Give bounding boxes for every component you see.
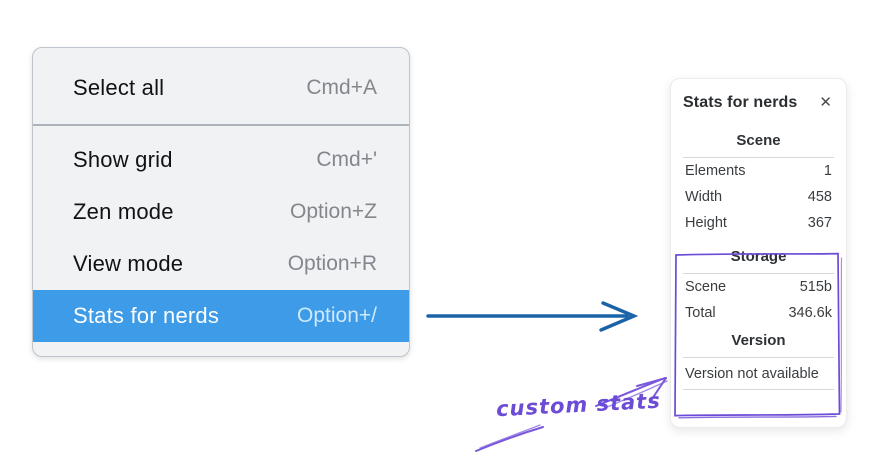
stat-row-width: Width 458: [683, 184, 834, 210]
menu-item-view-mode[interactable]: View mode Option+R: [33, 238, 409, 290]
menu-item-label: Select all: [73, 75, 165, 100]
stat-value: 346.6k: [788, 305, 832, 321]
section-heading: Version: [731, 332, 786, 349]
flow-arrow-icon: [426, 301, 639, 332]
menu-divider: [33, 124, 409, 126]
menu-item-shortcut: Option+Z: [290, 200, 377, 223]
stat-row-height: Height 367: [683, 210, 834, 236]
annotation-arrow-icon: [475, 377, 668, 452]
stats-panel-header: Stats for nerds ✕: [683, 93, 834, 112]
section-separator: [683, 389, 834, 390]
context-menu: Select all Cmd+A Show grid Cmd+' Zen mod…: [32, 47, 410, 357]
menu-item-zen-mode[interactable]: Zen mode Option+Z: [33, 186, 409, 238]
menu-item-shortcut: Cmd+': [316, 148, 377, 171]
menu-item-label: View mode: [73, 251, 184, 276]
stat-label: Scene: [685, 279, 727, 295]
menu-item-show-grid[interactable]: Show grid Cmd+': [33, 134, 409, 186]
stat-label: Total: [685, 305, 716, 321]
stats-section-storage: Storage Scene 515b Total 346.6k: [683, 242, 834, 326]
stat-label: Height: [685, 215, 727, 231]
stat-row-storage-total: Total 346.6k: [683, 300, 834, 326]
annotation-label: custom stats: [495, 388, 662, 422]
menu-item-label: Zen mode: [73, 199, 174, 224]
close-icon[interactable]: ✕: [819, 94, 832, 111]
stat-value: 515b: [799, 279, 832, 295]
menu-item-select-all[interactable]: Select all Cmd+A: [33, 60, 409, 116]
menu-item-label: Stats for nerds: [73, 303, 220, 328]
section-heading: Scene: [736, 132, 781, 149]
menu-item-stats-for-nerds[interactable]: Stats for nerds Option+/: [33, 290, 409, 342]
section-heading: Storage: [730, 248, 787, 265]
stat-value: 458: [807, 189, 832, 205]
stat-label: Width: [685, 189, 723, 205]
stats-panel: Stats for nerds ✕ Scene Elements 1 Width…: [670, 78, 847, 428]
stats-panel-title: Stats for nerds: [683, 93, 798, 111]
stat-label: Elements: [685, 163, 746, 179]
section-separator: [683, 157, 834, 158]
stat-value: 1: [823, 163, 832, 179]
menu-item-shortcut: Option+/: [297, 304, 377, 327]
stat-value: 367: [807, 215, 832, 231]
menu-item-shortcut: Option+R: [287, 252, 377, 275]
stat-row-elements: Elements 1: [683, 158, 834, 184]
menu-item-label: Show grid: [73, 147, 173, 172]
version-note: Version not available: [685, 366, 819, 382]
menu-item-shortcut: Cmd+A: [306, 76, 377, 99]
stats-section-scene: Scene Elements 1 Width 458 Height 367: [683, 126, 834, 236]
stats-section-version: Version Version not available: [683, 326, 834, 390]
stat-row-storage-scene: Scene 515b: [683, 274, 834, 300]
